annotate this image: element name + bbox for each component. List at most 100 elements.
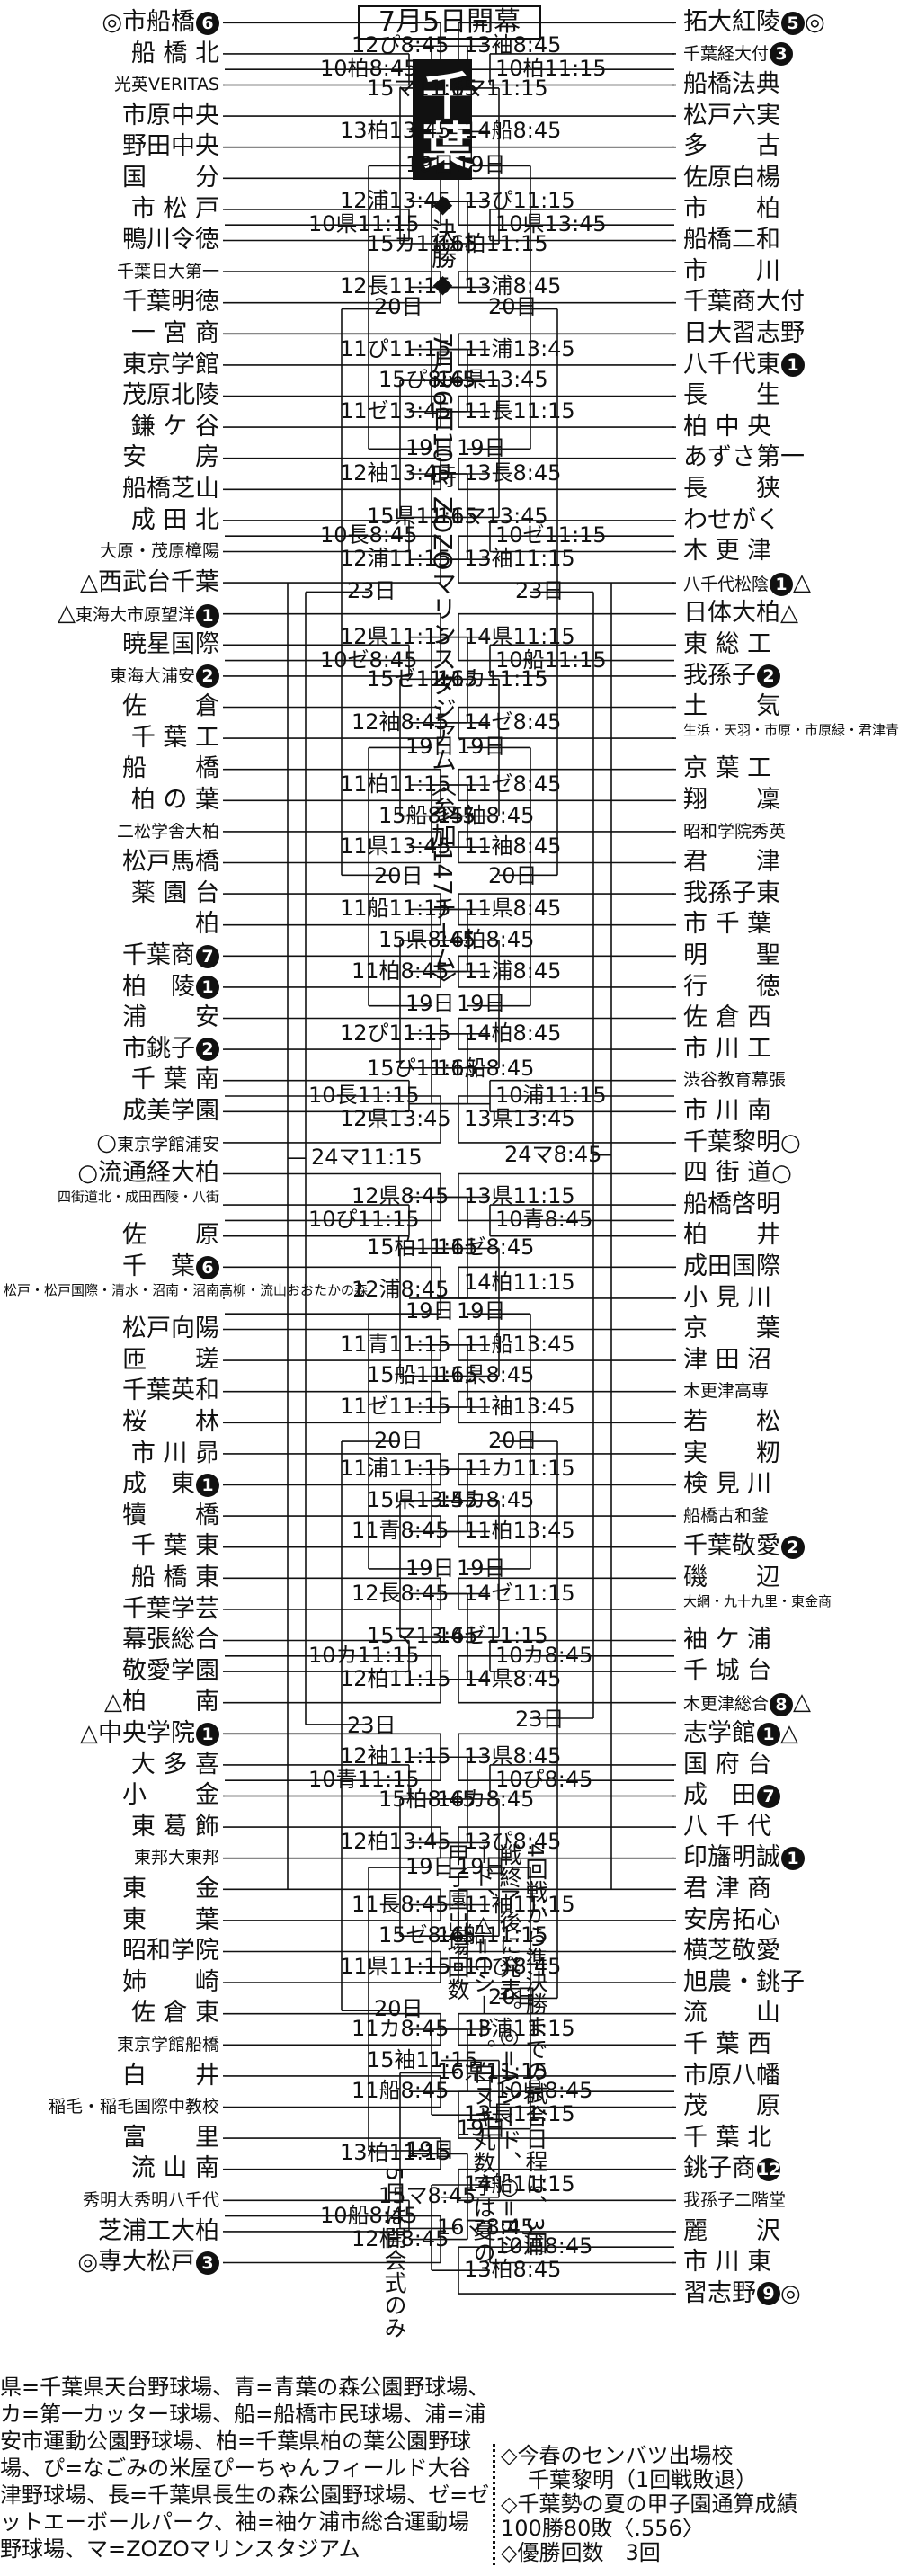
team-name: 多 古 xyxy=(683,132,780,161)
team-name: 長 狭 xyxy=(683,475,780,503)
appearance-badge: 2 xyxy=(196,664,219,689)
team-name: 千 葉 xyxy=(122,1252,195,1280)
match-right-26: 11県8:45 xyxy=(464,896,562,922)
match-left-71: 24マ8:45 xyxy=(504,1141,602,1167)
match-left-15: 12浦11:15 xyxy=(340,546,451,572)
team-name: 行 徳 xyxy=(683,972,780,1001)
match-left-24: 11県13:45 xyxy=(340,833,451,860)
team-name: 一 宮 商 xyxy=(130,319,219,347)
team-left-34: 千 葉 南 xyxy=(4,1065,219,1095)
appearance-badge: 1 xyxy=(196,1473,219,1497)
match-right-70: 20日 xyxy=(374,1995,423,2021)
team-name: 船 橋 北 xyxy=(130,39,219,67)
team-right-28: 我孫子東 xyxy=(683,878,899,909)
match-right-3: 14船8:45 xyxy=(464,118,562,144)
team-name: 市 川 昴 xyxy=(130,1439,219,1467)
team-right-41: 小 見 川 xyxy=(683,1283,899,1314)
appearance-badge: 12 xyxy=(757,2157,781,2181)
team-name: 市原八幡 xyxy=(683,2061,780,2090)
appearance-badge: 1 xyxy=(196,1722,219,1746)
team-left-25: 柏 の 葉 xyxy=(4,785,219,816)
team-name: 銚子商 xyxy=(683,2154,756,2183)
team-name: 八 千 代 xyxy=(683,1812,772,1841)
team-name: 志学館 xyxy=(683,1719,756,1747)
appearance-badge: 1 xyxy=(196,603,219,628)
team-left-15: 船橋芝山 xyxy=(4,474,219,504)
team-name: 柏 xyxy=(195,910,219,939)
team-right-43: 津 田 沼 xyxy=(683,1345,899,1376)
team-name: 柏 井 xyxy=(683,1221,780,1250)
team-left-44: 千葉英和 xyxy=(4,1376,219,1406)
team-name: 小 金 xyxy=(122,1781,219,1810)
team-left-48: 犢 橋 xyxy=(4,1501,219,1531)
match-left-5: 10県11:15 xyxy=(308,211,420,237)
match-right-29: 14柏8:45 xyxy=(464,1020,562,1046)
match-right-16: 19日 xyxy=(405,435,455,461)
team-left-5: 国 分 xyxy=(4,163,219,193)
team-right-17: 木 更 津 xyxy=(683,536,899,566)
team-name: 稲毛・稲毛国際中教校 xyxy=(48,2097,219,2117)
team-name: 東 金 xyxy=(122,1875,219,1903)
team-name: 我孫子二階堂 xyxy=(683,2190,787,2210)
team-right-4: 多 古 xyxy=(683,131,899,162)
match-left-21: 12袖8:45 xyxy=(352,709,450,735)
team-left-9: 千葉明徳 xyxy=(4,287,219,317)
match-left-66: 10船8:45 xyxy=(320,2202,418,2228)
team-name: 市 柏 xyxy=(683,194,780,223)
team-name: あずさ第一 xyxy=(683,443,805,472)
match-right-18: 14県11:15 xyxy=(464,623,575,649)
match-left-64: 13柏11:15 xyxy=(340,2140,451,2166)
team-left-46: 市 川 昴 xyxy=(4,1439,219,1469)
team-right-62: 横芝敬愛 xyxy=(683,1936,899,1966)
team-name: 旭農・銚子 xyxy=(683,1967,805,1996)
appearance-badge: 6 xyxy=(196,11,219,35)
match-right-6: 16柏11:15 xyxy=(437,230,548,256)
venue-legend: 県=千葉県天台野球場、青=青葉の森公園野球場、カ=第一カッター球場、船=船橋市民… xyxy=(0,2375,490,2562)
team-name: 君 津 xyxy=(683,848,780,877)
team-name: 習志野 xyxy=(683,2278,756,2307)
match-right-2: 16マ11:15 xyxy=(437,75,548,101)
team-name: 東京学館浦安 xyxy=(116,1134,219,1154)
team-right-50: 磯 辺 xyxy=(683,1563,899,1593)
team-left-7: 鴨川令徳 xyxy=(4,225,219,255)
match-right-53: 13県8:45 xyxy=(464,1743,562,1769)
team-right-44: 木更津高専 xyxy=(683,1376,899,1406)
team-right-60: 君 津 商 xyxy=(683,1874,899,1904)
team-right-42: 京 葉 xyxy=(683,1314,899,1344)
team-right-63: 旭農・銚子 xyxy=(683,1967,899,1998)
match-right-11: 11長11:15 xyxy=(464,397,575,423)
team-right-45: 若 松 xyxy=(683,1407,899,1438)
team-name: 大網・九十九里・東金商 xyxy=(683,1592,832,1609)
team-name: 大原・茂原樟陽 xyxy=(99,541,219,562)
team-name: 印旛明誠 xyxy=(683,1843,780,1872)
match-left-61: 11カ8:45 xyxy=(352,2016,450,2041)
match-right-0: 13袖8:45 xyxy=(464,32,562,58)
match-right-12: 13長8:45 xyxy=(464,460,562,486)
team-name: 佐 倉 東 xyxy=(130,1999,219,2028)
team-name: 光英VERITAS xyxy=(114,75,219,95)
team-right-2: 船橋法典 xyxy=(683,69,899,100)
team-right-51: 大網・九十九里・東金商 xyxy=(683,1594,899,1625)
match-right-8: 19日 xyxy=(405,152,455,178)
match-left-7: 12長11:15 xyxy=(340,273,451,299)
team-right-37: 四 街 道○ xyxy=(683,1158,899,1189)
team-name: 市 川 工 xyxy=(683,1034,772,1063)
match-left-35: 23日 xyxy=(515,578,565,604)
match-right-20: 16カ11:15 xyxy=(437,666,548,692)
match-right-52: 20日 xyxy=(374,1428,423,1454)
team-name: 千 葉 南 xyxy=(130,1065,219,1094)
team-name: 船橋芝山 xyxy=(122,475,219,503)
seed-mark: ○ xyxy=(780,1128,801,1156)
team-right-67: 茂 原 xyxy=(683,2091,899,2122)
team-left-54: △柏 南 xyxy=(4,1687,219,1717)
team-name: 西武台千葉 xyxy=(98,567,219,596)
match-right-48: 16ゼ11:15 xyxy=(437,1623,548,1649)
appearance-badge: 7 xyxy=(196,944,219,968)
match-right-28: 11浦8:45 xyxy=(464,958,562,984)
match-right-39: 14柏11:15 xyxy=(464,1269,575,1295)
team-name: 船 橋 xyxy=(122,754,219,783)
